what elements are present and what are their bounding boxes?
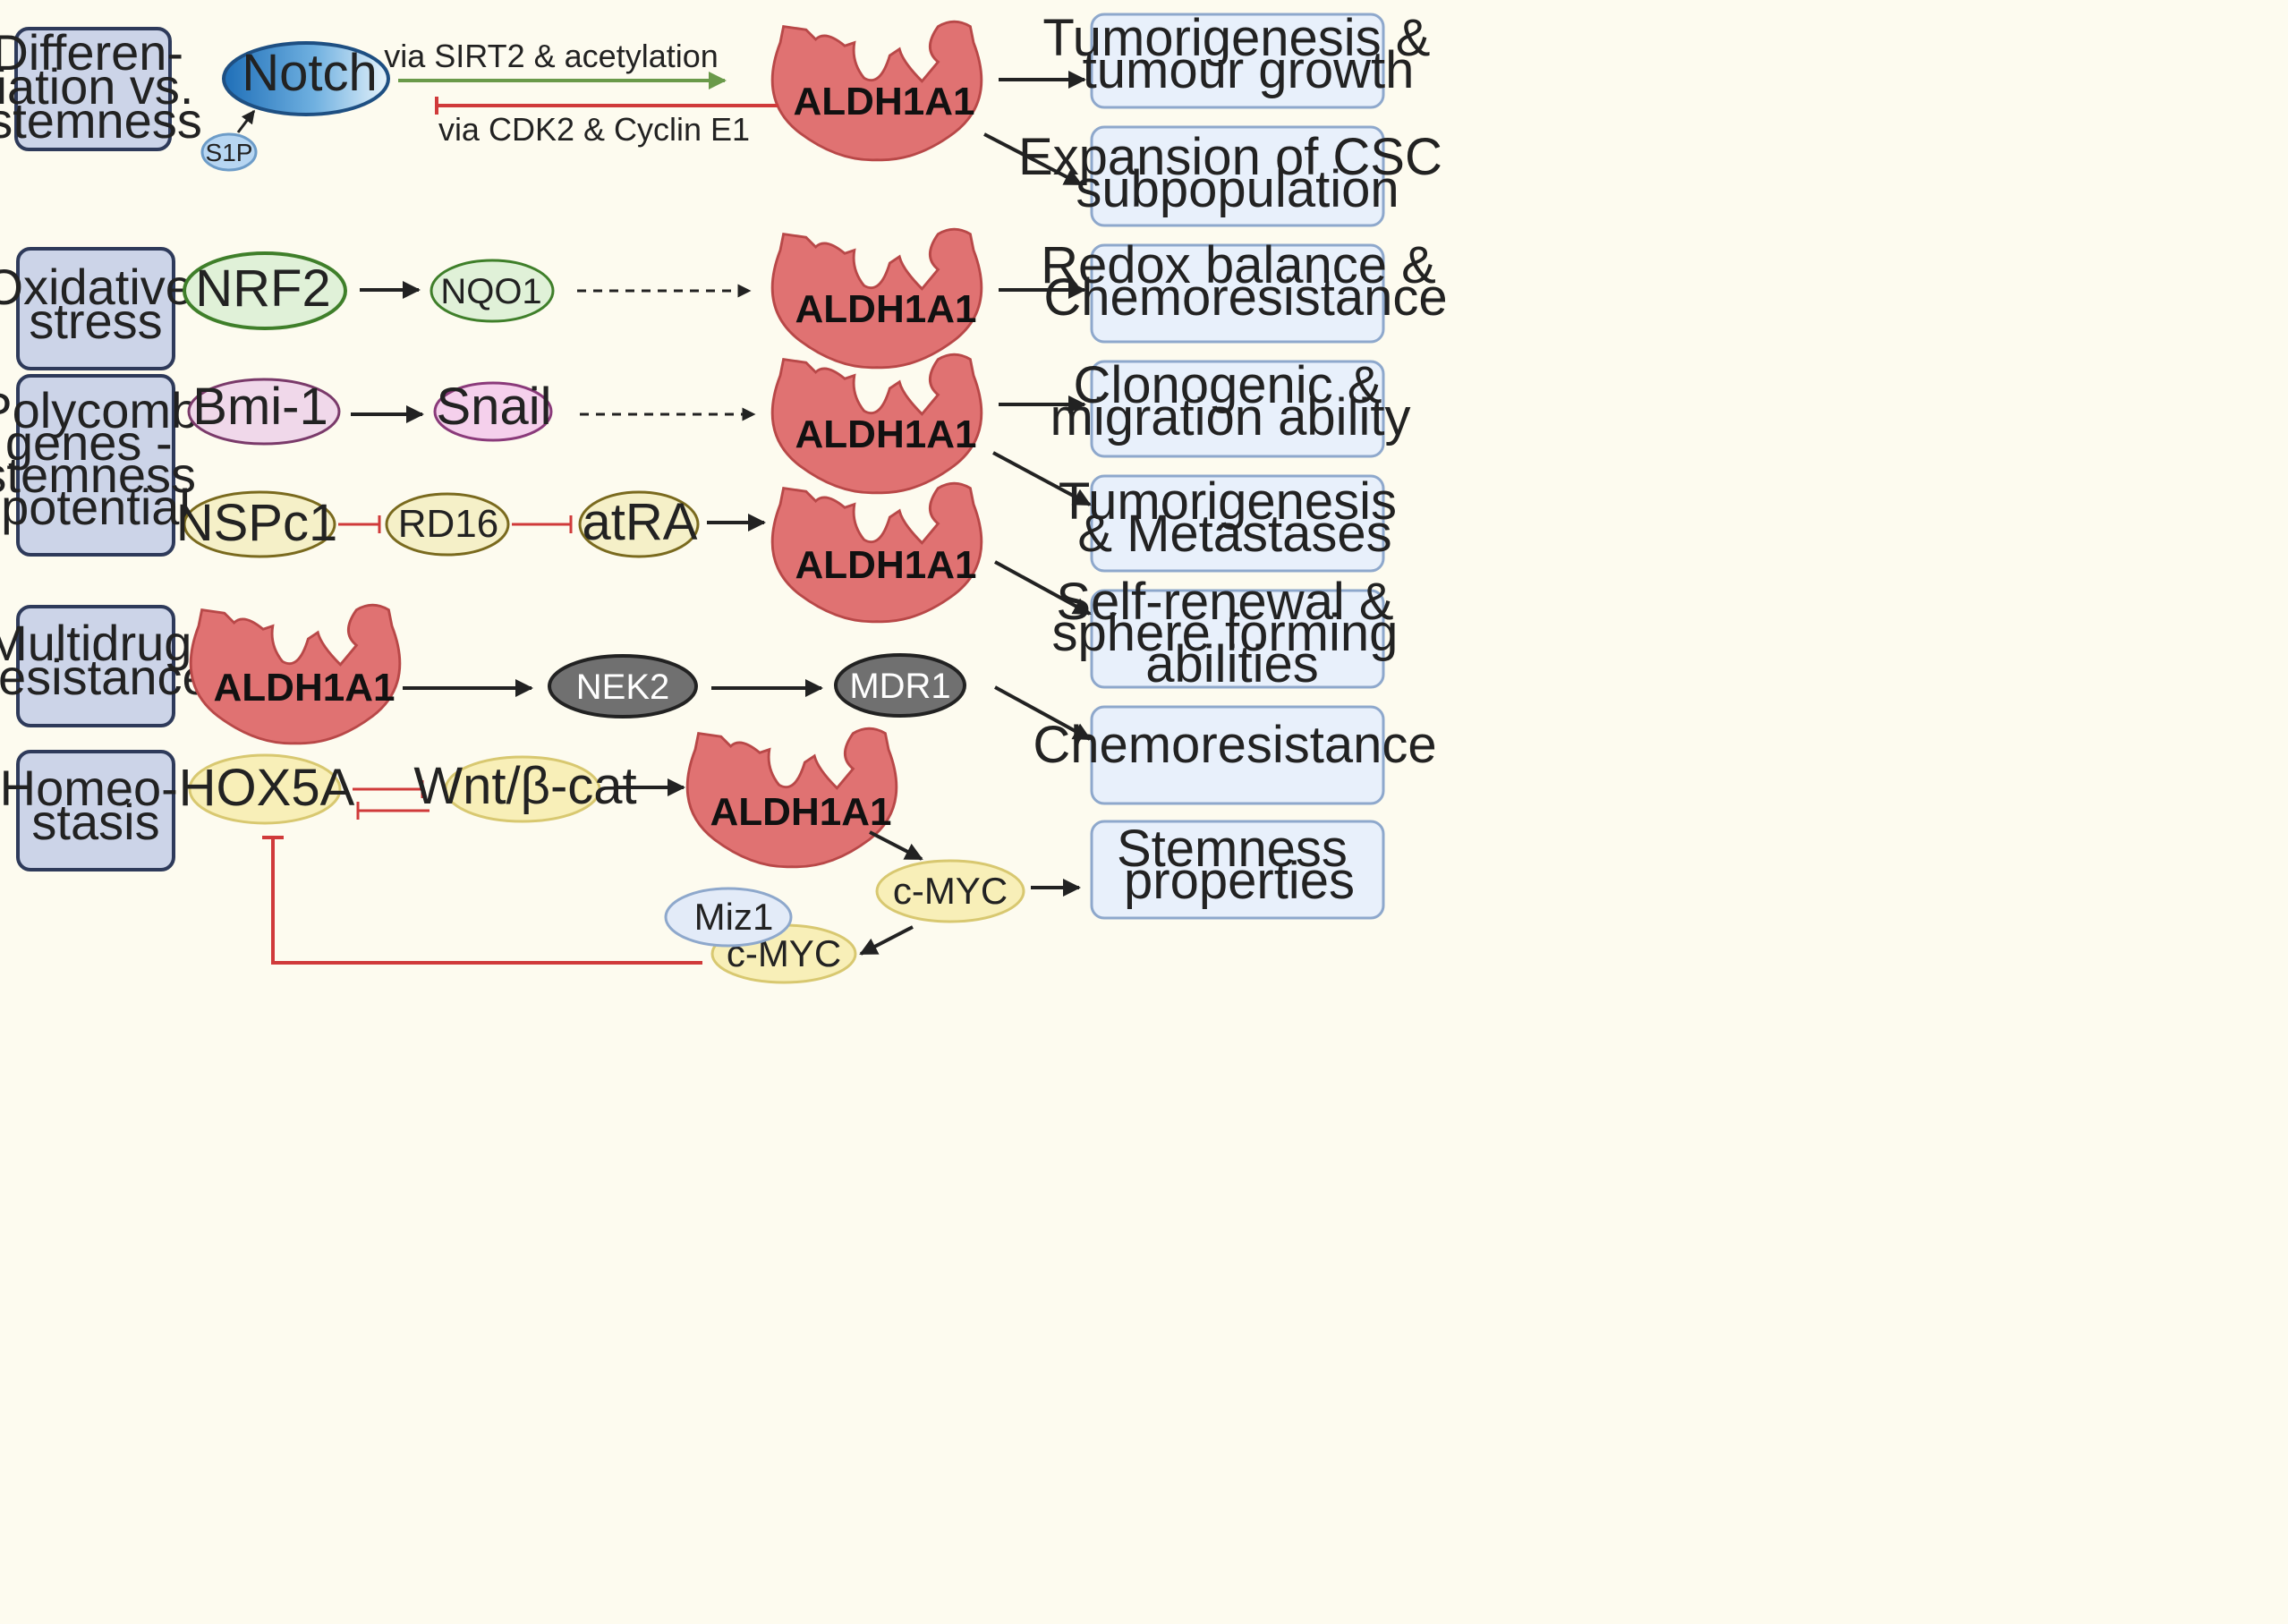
snail-node: Snail: [433, 378, 553, 442]
s1p-node: S1P: [200, 132, 258, 172]
svg-text:c-MYC: c-MYC: [893, 870, 1008, 912]
aldh1a1-label-row2: ALDH1A1: [795, 287, 977, 331]
outcome-clonogenic: Clonogenic & migration ability: [1050, 356, 1411, 458]
mdr1-node: MDR1: [834, 653, 966, 718]
rd16-node: RD16: [385, 492, 510, 557]
outcome-tumorigenesis-growth: Tumorigenesis & tumour growth: [1042, 9, 1444, 109]
s1p-to-notch-arrow: [236, 109, 256, 133]
cat-diff-line2: tiation vs.: [0, 58, 194, 115]
svg-text:NQO1: NQO1: [440, 272, 541, 311]
svg-text:Snail: Snail: [437, 378, 552, 436]
category-differentiation: Differen- tiation vs. stemness: [0, 24, 208, 151]
svg-text:Oxidative stress: Oxidative stress: [0, 259, 208, 349]
svg-text:RD16: RD16: [398, 502, 499, 546]
nrf2-node: NRF2: [183, 251, 347, 330]
svg-text:NRF2: NRF2: [195, 259, 330, 318]
miz1-node: Miz1: [664, 887, 793, 948]
aldh-to-metastases-arrow: [992, 451, 1092, 506]
bmi1-node: Bmi-1: [187, 378, 341, 446]
category-homeostasis: Homeo- stasis: [0, 750, 191, 872]
svg-text:Polycomb genes - s: Polycomb genes - stemness potential: [0, 382, 213, 535]
aldh1a1-label-row3: ALDH1A1: [795, 412, 977, 456]
aldh-to-cmyc-arrow: [869, 830, 923, 861]
svg-text:Self-renewal & sphere fo: Self-renewal & sphere forming abilities: [1052, 573, 1413, 693]
outcome-tumorigenesis-metastases: Tumorigenesis & Metastases: [1059, 472, 1411, 573]
svg-text:NSPc1: NSPc1: [176, 494, 338, 552]
svg-text:Notch: Notch: [242, 44, 378, 102]
outcome-self-renewal: Self-renewal & sphere forming abilities: [1052, 573, 1413, 693]
outcome-stemness: Stemness properties: [1090, 820, 1385, 920]
aldh1a1-label-row1: ALDH1A1: [794, 80, 975, 123]
svg-text:Stemness properties: Stemness properties: [1117, 820, 1362, 910]
aldh1a1-label-row4: ALDH1A1: [795, 543, 977, 587]
outcome-redox: Redox balance & Chemoresistance: [1041, 236, 1450, 344]
cmyc-to-cmyc-miz1-arrow: [859, 925, 914, 956]
category-polycomb: Polycomb genes - stemness potential: [0, 374, 213, 557]
outcome-csc-expansion: Expansion of CSC subpopulation: [1018, 125, 1457, 227]
svg-text:Homeo- stasis: Homeo- stasis: [0, 760, 191, 850]
hox5a-node: HOX5A: [179, 753, 355, 825]
svg-text:HOX5A: HOX5A: [179, 759, 355, 817]
nspc1-node: NSPc1: [176, 490, 338, 558]
svg-text:atRA: atRA: [583, 493, 698, 551]
category-oxidative-stress: Oxidative stress: [0, 247, 208, 370]
wnt-node: Wnt/β-cat: [413, 755, 637, 823]
cat-diff-line3: stemness: [0, 92, 202, 149]
svg-text:Differen- tiation vs.: Differen- tiation vs. stemness: [0, 24, 208, 149]
aldh-to-csc-arrow: [983, 132, 1083, 186]
cmyc-node-1: c-MYC: [875, 859, 1025, 923]
cat-diff-line1: Differen-: [0, 24, 183, 81]
svg-text:Redox balance & Chemores: Redox balance & Chemoresistance: [1041, 236, 1450, 327]
svg-text:Multidrug resistance: Multidrug resistance: [0, 615, 210, 705]
aldh-to-self-renewal-arrow: [994, 560, 1092, 616]
outcome-chemoresistance: Chemoresistance: [1033, 705, 1437, 805]
category-multidrug: Multidrug resistance: [0, 605, 210, 727]
aldh1a1-label-row5: ALDH1A1: [214, 666, 396, 710]
mdr1-to-chemoresistance-arrow: [994, 685, 1092, 741]
aldh1a1-label-row6: ALDH1A1: [710, 790, 892, 834]
svg-text:Clonogenic & migration a: Clonogenic & migration ability: [1050, 356, 1411, 446]
nek2-node: NEK2: [548, 654, 698, 718]
annotation-cdk2: via CDK2 & Cyclin E1: [438, 111, 750, 148]
annotation-sirt2: via SIRT2 & acetylation: [384, 38, 719, 74]
svg-text:Chemoresistance: Chemoresistance: [1033, 716, 1436, 774]
svg-text:Tumorigenesis & tumour g: Tumorigenesis & tumour growth: [1042, 9, 1444, 99]
svg-text:Tumorigenesis & Metastas: Tumorigenesis & Metastases: [1059, 472, 1411, 563]
cmyc-miz1-inhibits-hox5a-path: [271, 838, 702, 965]
svg-text:Bmi-1: Bmi-1: [192, 378, 327, 436]
svg-text:NEK2: NEK2: [576, 667, 670, 707]
atra-node: atRA: [578, 490, 700, 558]
svg-text:Miz1: Miz1: [694, 896, 774, 938]
nqo1-node: NQO1: [430, 259, 555, 323]
svg-text:Wnt/β-cat: Wnt/β-cat: [413, 757, 636, 815]
svg-text:S1P: S1P: [206, 139, 253, 166]
svg-text:Expansion of CSC subpopu: Expansion of CSC subpopulation: [1018, 128, 1457, 218]
svg-text:MDR1: MDR1: [849, 667, 950, 706]
notch-node: Notch: [222, 41, 390, 116]
